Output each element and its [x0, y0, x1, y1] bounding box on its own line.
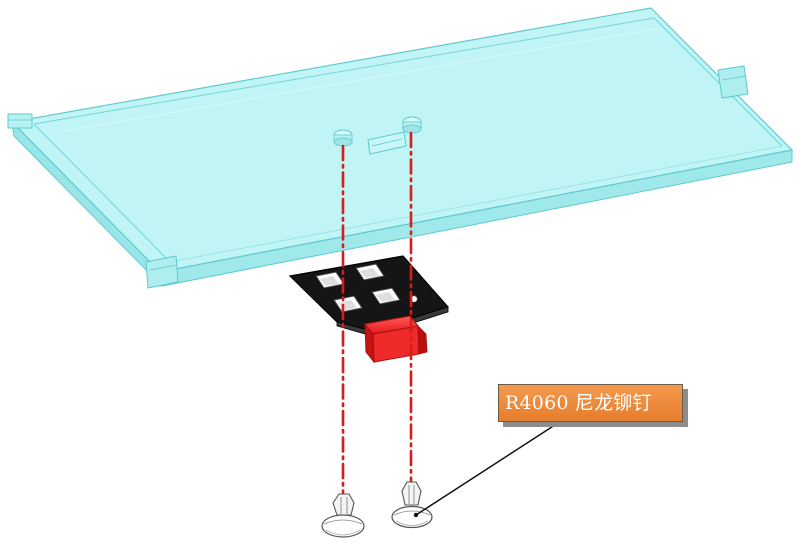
- callout-leader: [413, 422, 559, 518]
- nylon-rivet-icon: [321, 493, 365, 538]
- board-mount-hole-left: [333, 129, 353, 147]
- bracket-pocket: [355, 263, 385, 281]
- nylon-rivet-icon: [391, 481, 433, 529]
- sensor-bracket: [288, 255, 450, 337]
- board-mount-hole-right: [402, 116, 422, 134]
- bracket-pocket: [371, 287, 401, 305]
- board-notch-right: [717, 65, 749, 99]
- callout-label-rivet: R4060 尼龙铆钉: [498, 384, 683, 422]
- bracket-pocket: [315, 271, 345, 289]
- red-component-block: [364, 315, 428, 364]
- alignment-centerlines: [341, 131, 413, 502]
- board-notch-left: [7, 113, 33, 129]
- board-connector-slot: [367, 131, 407, 155]
- board-notch-bottom: [145, 255, 179, 289]
